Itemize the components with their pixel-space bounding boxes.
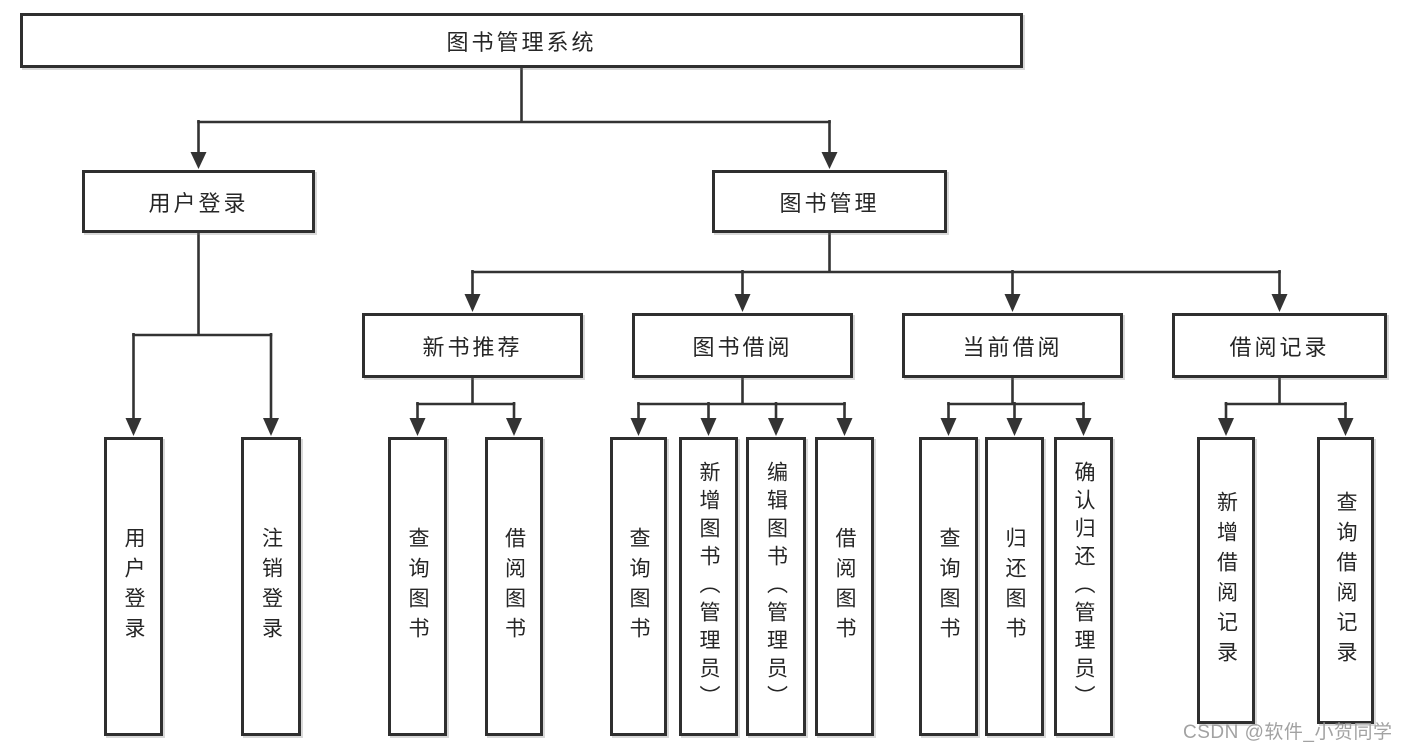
leaf-cb-query-book: 查询图书 <box>919 437 978 736</box>
csdn-watermark: CSDN @软件_小贺同学 <box>1183 722 1393 743</box>
leaf-br-query-record: 查询借阅记录 <box>1317 437 1374 724</box>
node-borrow-records: 借阅记录 <box>1172 313 1387 378</box>
node-borrow-records-label: 借阅记录 <box>1229 334 1330 360</box>
leaf-logout: 注销登录 <box>241 437 301 736</box>
edges-cur-borrow <box>940 378 1092 436</box>
node-root-label: 图书管理系统 <box>446 29 597 55</box>
node-user-login-label: 用户登录 <box>148 190 249 216</box>
leaf-cb-confirm-return-admin: 确认归还（管理员） <box>1054 437 1113 736</box>
leaf-cb-return-book: 归还图书 <box>985 437 1044 736</box>
edges-book-borrow <box>630 378 853 436</box>
leaf-bb-add-book-admin: 新增图书（管理员） <box>679 437 738 736</box>
leaf-rec-borrow-book: 借阅图书 <box>485 437 543 736</box>
node-book-mgmt: 图书管理 <box>712 170 947 233</box>
edges-new-book <box>409 378 522 436</box>
node-book-mgmt-label: 图书管理 <box>779 190 880 216</box>
node-new-book-rec: 新书推荐 <box>362 313 583 378</box>
node-book-borrow-label: 图书借阅 <box>692 334 793 360</box>
leaf-user-login: 用户登录 <box>104 437 163 736</box>
node-new-book-rec-label: 新书推荐 <box>422 334 523 360</box>
leaf-br-add-record: 新增借阅记录 <box>1197 437 1255 724</box>
node-book-borrow: 图书借阅 <box>632 313 853 378</box>
leaf-bb-query-book: 查询图书 <box>610 437 667 736</box>
node-root: 图书管理系统 <box>20 13 1023 68</box>
node-current-borrow-label: 当前借阅 <box>962 334 1063 360</box>
node-user-login: 用户登录 <box>82 170 315 233</box>
edges-book-mgmt <box>464 233 1288 312</box>
edges-records <box>1218 378 1354 436</box>
edges-root <box>190 68 838 169</box>
node-current-borrow: 当前借阅 <box>902 313 1123 378</box>
leaf-bb-borrow-book: 借阅图书 <box>815 437 874 736</box>
edges-user-login <box>125 233 279 436</box>
leaf-rec-query-book: 查询图书 <box>388 437 447 736</box>
leaf-bb-edit-book-admin: 编辑图书（管理员） <box>746 437 806 736</box>
